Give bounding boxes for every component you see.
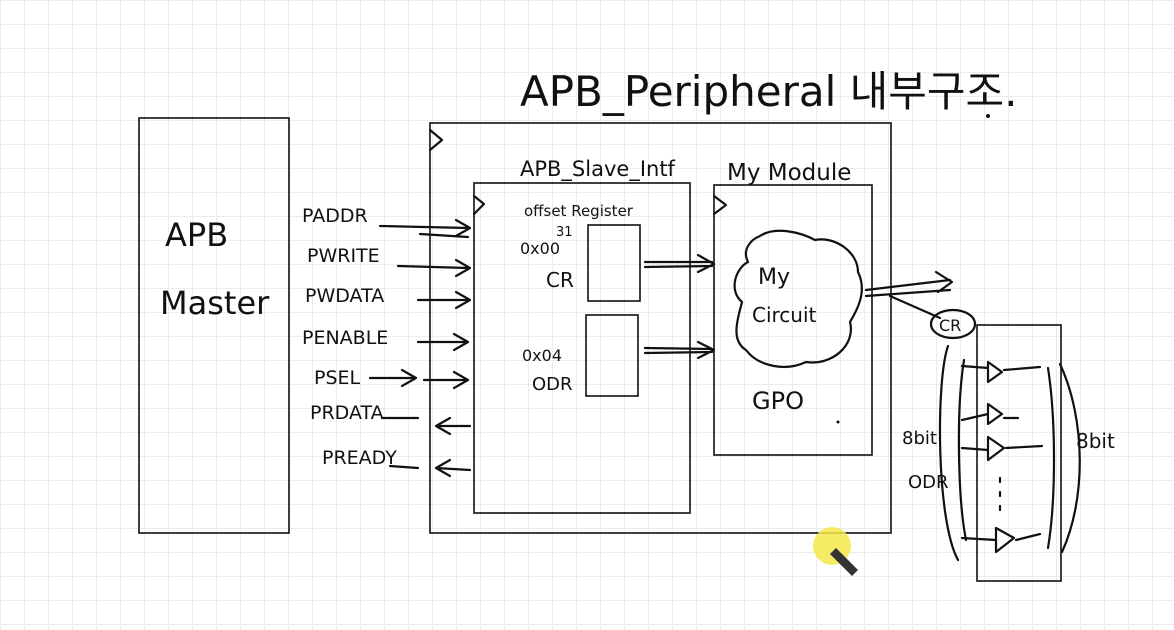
odr-to-module-arrow bbox=[643, 340, 716, 360]
left-brace-outer bbox=[938, 344, 960, 562]
cr-connector-line bbox=[888, 294, 942, 320]
arrow-paddr-2 bbox=[418, 232, 470, 239]
left-8bit-label: 8bit bbox=[902, 428, 937, 449]
circuit-label-line2: Circuit bbox=[752, 303, 817, 327]
signal-prdata: PRDATA bbox=[310, 402, 384, 424]
cr-address: 0x00 bbox=[520, 239, 560, 258]
flipflop-inputs bbox=[960, 364, 998, 542]
arrow-pwrite bbox=[396, 258, 472, 278]
cr-bubble-label: CR bbox=[939, 316, 961, 335]
odr-output-label: ODR bbox=[908, 472, 949, 493]
slave-clock-mark bbox=[472, 194, 486, 216]
arrow-psel-2 bbox=[422, 370, 470, 390]
right-brace-inner bbox=[1046, 366, 1056, 550]
peripheral-box bbox=[429, 122, 892, 534]
slave-intf-label: APB_Slave_Intf bbox=[520, 157, 676, 182]
diagram-title: APB_Peripheral 내부구조. bbox=[520, 67, 1018, 116]
cr-name: CR bbox=[546, 268, 574, 292]
my-module-box bbox=[713, 184, 873, 456]
signal-pwdata: PWDATA bbox=[305, 285, 384, 307]
flipflop-n bbox=[994, 526, 1016, 554]
gpo-label: GPO bbox=[752, 387, 804, 415]
odr-register-box bbox=[585, 314, 639, 397]
right-8bit-label: 8bit bbox=[1076, 429, 1115, 453]
circuit-label-line1: My bbox=[758, 265, 790, 290]
flipflop-outputs bbox=[1002, 365, 1044, 542]
arrow-pwdata bbox=[416, 290, 472, 310]
odr-name: ODR bbox=[532, 374, 573, 395]
cr-register-box bbox=[587, 224, 641, 302]
circuit-cloud bbox=[733, 229, 863, 368]
bit-31-label: 31 bbox=[556, 225, 573, 240]
arrow-psel-1 bbox=[368, 368, 418, 388]
flipflop-1 bbox=[986, 360, 1004, 384]
stray-dot bbox=[836, 420, 840, 424]
module-output-arrow bbox=[864, 270, 954, 298]
flipflop-3 bbox=[986, 435, 1006, 462]
right-brace-outer bbox=[1058, 362, 1081, 554]
cr-to-module-arrow bbox=[643, 253, 716, 274]
apb-master-box bbox=[138, 117, 290, 534]
title-dot bbox=[986, 114, 990, 118]
signal-penable: PENABLE bbox=[302, 327, 388, 349]
master-label-line2: Master bbox=[160, 284, 270, 322]
arrow-pready-tail bbox=[388, 464, 420, 470]
signal-pwrite: PWRITE bbox=[307, 245, 380, 267]
pen-cursor-icon bbox=[830, 548, 858, 576]
offset-register-label: offset Register bbox=[524, 202, 634, 220]
cr-bubble bbox=[929, 308, 977, 340]
master-label-line1: APB bbox=[165, 216, 228, 254]
arrow-penable bbox=[416, 332, 470, 352]
signal-paddr: PADDR bbox=[302, 205, 368, 227]
signal-pready: PREADY bbox=[322, 447, 397, 469]
signal-psel: PSEL bbox=[314, 367, 361, 389]
odr-address: 0x04 bbox=[522, 346, 562, 365]
odr-flipflop-column bbox=[976, 324, 1062, 582]
flipflop-2 bbox=[986, 402, 1004, 426]
left-brace-inner bbox=[957, 358, 968, 542]
arrow-prdata bbox=[434, 416, 472, 436]
arrow-paddr bbox=[378, 218, 472, 238]
arrow-pready bbox=[434, 458, 472, 478]
peripheral-clock-mark bbox=[428, 128, 444, 152]
my-module-label: My Module bbox=[727, 160, 851, 186]
module-clock-mark bbox=[712, 194, 728, 216]
